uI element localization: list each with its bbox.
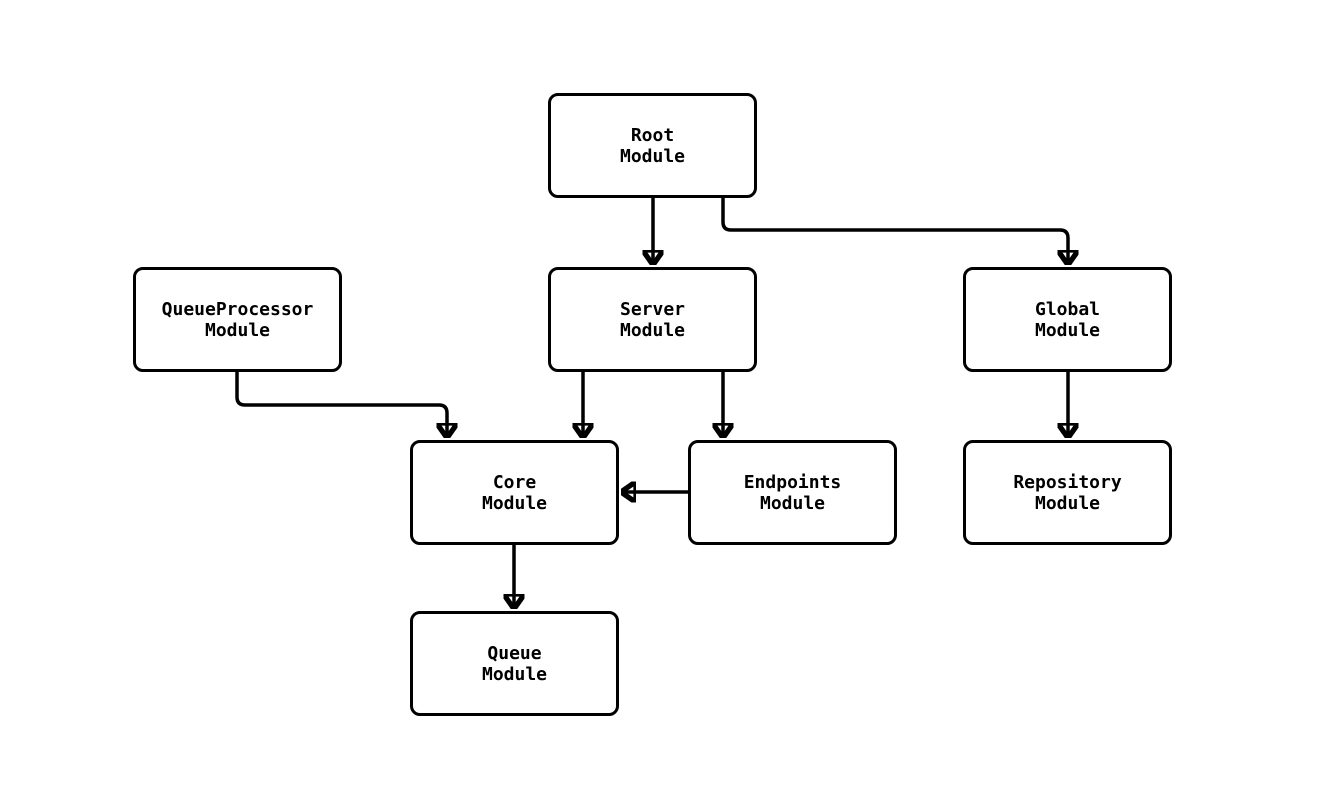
node-server-module: Server Module	[548, 267, 757, 372]
node-core-module: Core Module	[410, 440, 619, 545]
node-label-line1: Repository	[1013, 471, 1122, 493]
node-label-line1: Endpoints	[743, 471, 842, 493]
node-label-line1: QueueProcessor	[161, 298, 314, 320]
node-label-line1: Global	[1034, 298, 1101, 320]
node-label-line2: Module	[759, 492, 826, 514]
node-root-module: Root Module	[548, 93, 757, 198]
node-label-line2: Module	[481, 663, 548, 685]
node-queueprocessor-module: QueueProcessor Module	[133, 267, 342, 372]
node-label-line2: Module	[204, 319, 271, 341]
node-label-line2: Module	[619, 145, 686, 167]
node-repository-module: Repository Module	[963, 440, 1172, 545]
node-label-line1: Queue	[487, 642, 542, 664]
node-label-line2: Module	[1034, 319, 1101, 341]
node-label-line1: Core	[492, 471, 537, 493]
node-queue-module: Queue Module	[410, 611, 619, 716]
node-label-line2: Module	[619, 319, 686, 341]
node-label-line2: Module	[481, 492, 548, 514]
node-label-line1: Server	[619, 298, 686, 320]
node-label-line2: Module	[1034, 492, 1101, 514]
edge-root-to-global	[721, 198, 1068, 265]
node-endpoints-module: Endpoints Module	[688, 440, 897, 545]
edge-queueprocessor-to-core	[235, 372, 447, 438]
node-label-line1: Root	[630, 124, 675, 146]
node-global-module: Global Module	[963, 267, 1172, 372]
